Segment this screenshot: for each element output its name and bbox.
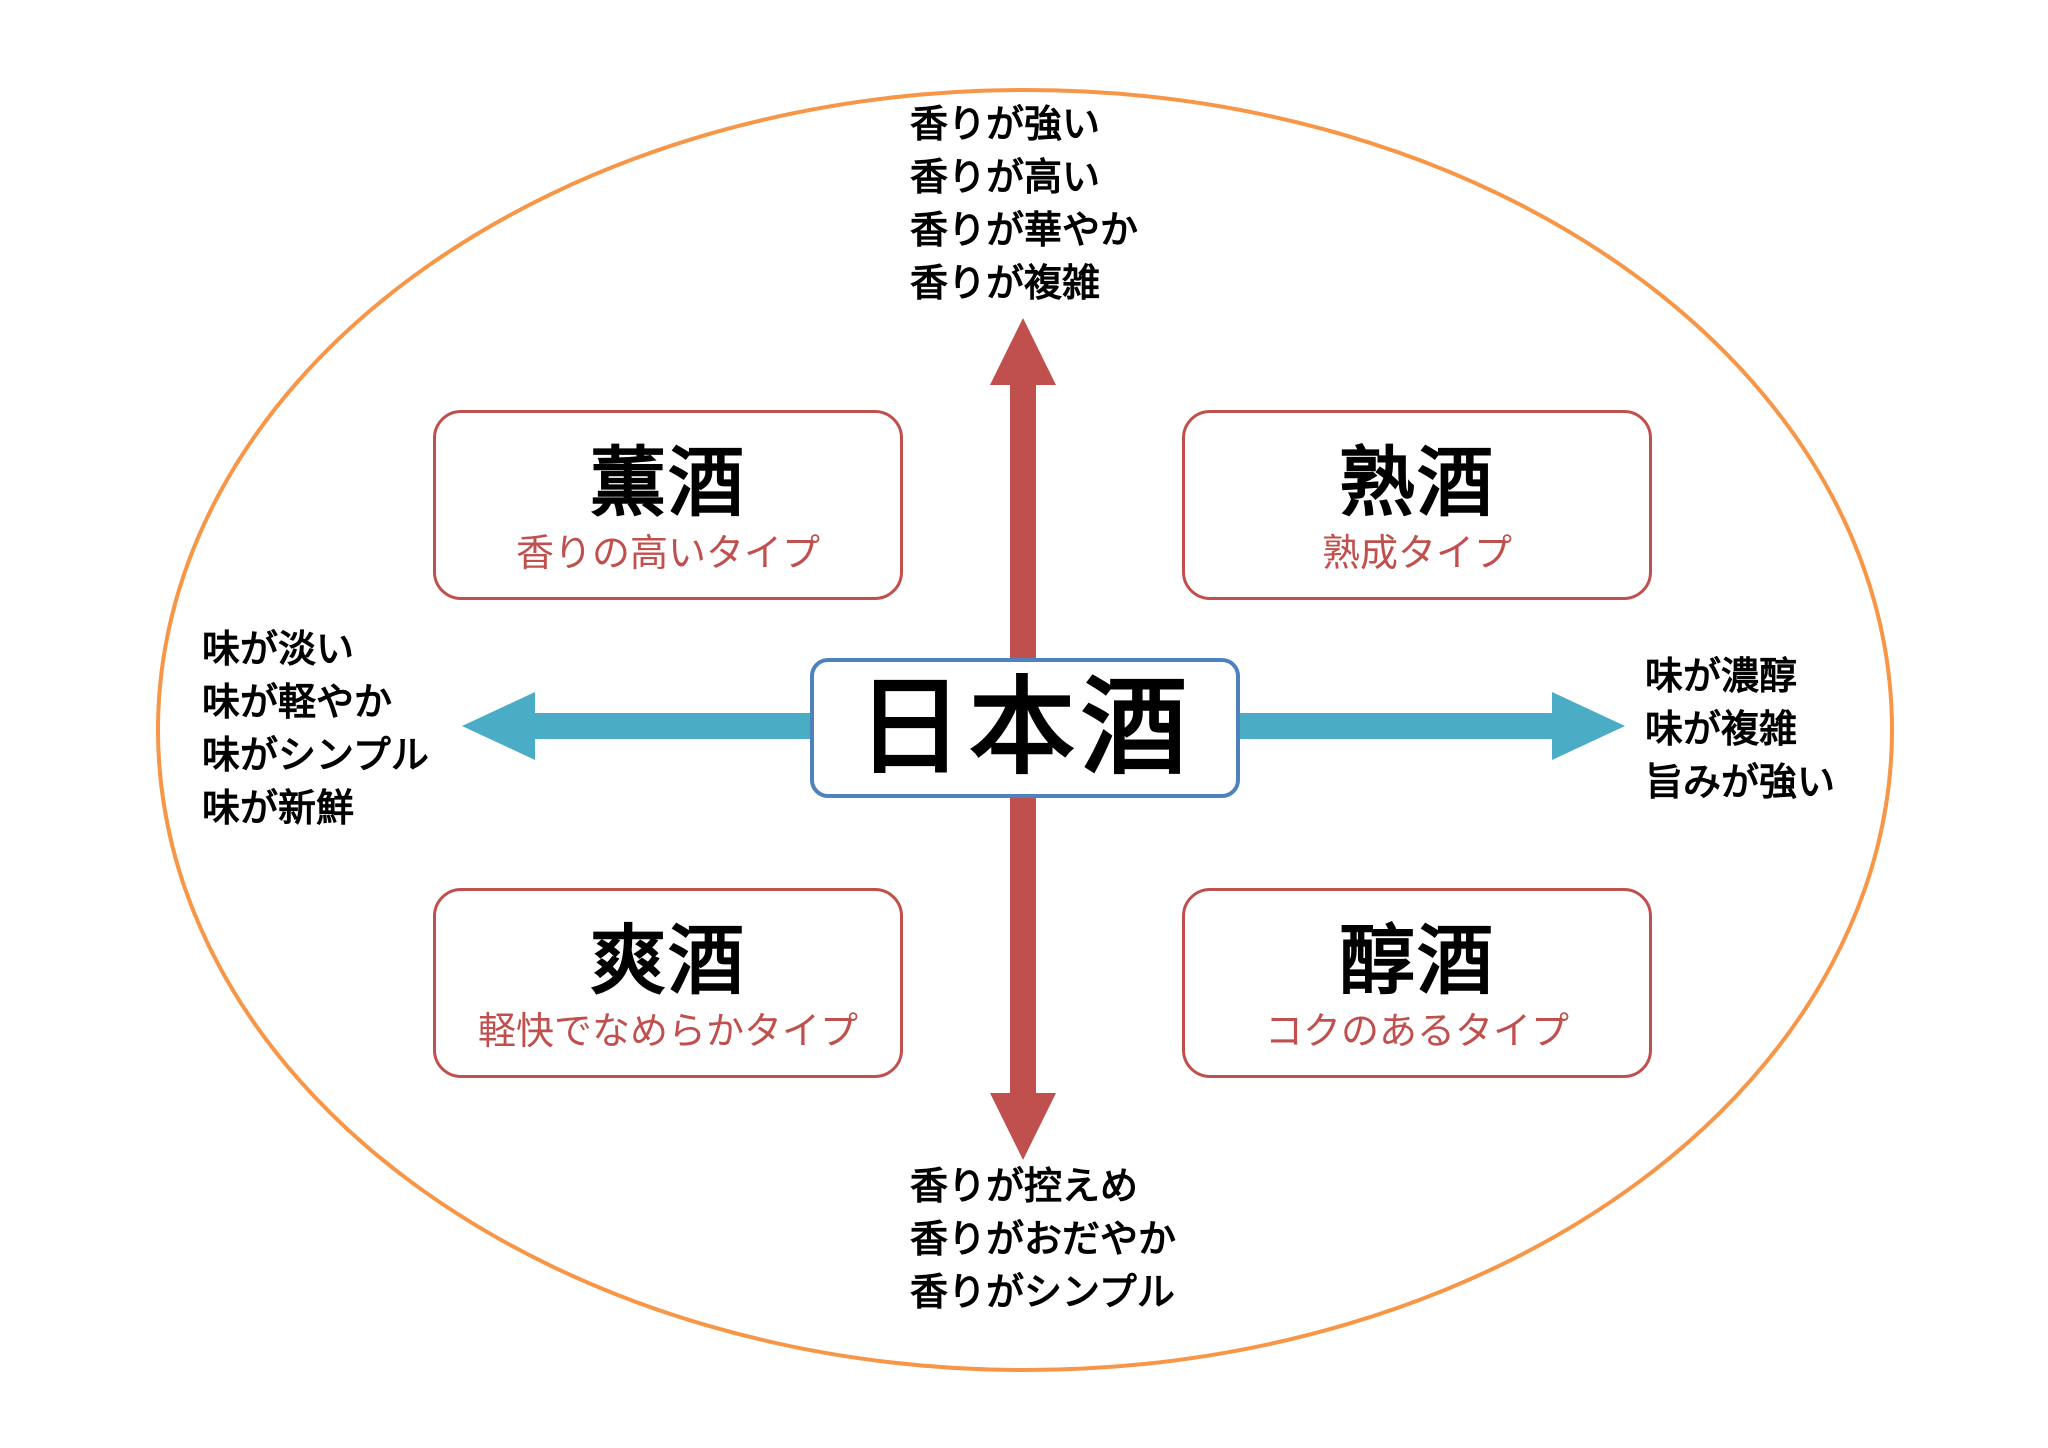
axis-left-label: 味がシンプル: [202, 733, 429, 777]
center-title: 日本酒: [857, 666, 1193, 789]
type-name: 熟酒: [1339, 438, 1495, 527]
type-name: 爽酒: [590, 916, 746, 1005]
type-box-jukushu: 熟酒 熟成タイプ: [1182, 410, 1652, 600]
axis-left-label: 味が新鮮: [202, 786, 355, 830]
horizontal-arrow-head-left: [462, 692, 535, 760]
axis-top-label: 香りが複雑: [910, 261, 1101, 305]
axis-right-label: 味が濃醇: [1645, 654, 1798, 698]
type-description: コクのあるタイプ: [1264, 1009, 1569, 1053]
type-box-junshu: 醇酒 コクのあるタイプ: [1182, 888, 1652, 1078]
center-box: 日本酒: [810, 658, 1240, 798]
axis-bottom-label: 香りがおだやか: [910, 1217, 1177, 1261]
type-description: 香りの高いタイプ: [515, 531, 820, 575]
outer-ellipse: [156, 88, 1894, 1372]
vertical-arrow-head-down: [990, 1093, 1056, 1160]
axis-left-label: 味が淡い: [202, 627, 355, 671]
axis-bottom-label: 香りが控えめ: [910, 1164, 1139, 1208]
axis-top-label: 香りが華やか: [910, 208, 1139, 252]
axis-right-labels: 味が濃醇 味が複雑 旨みが強い: [1645, 650, 1835, 809]
axis-top-labels: 香りが強い 香りが高い 香りが華やか 香りが複雑: [910, 98, 1138, 310]
horizontal-arrow-head-right: [1552, 692, 1625, 760]
axis-top-label: 香りが強い: [910, 102, 1101, 146]
axis-bottom-labels: 香りが控えめ 香りがおだやか 香りがシンプル: [910, 1160, 1176, 1319]
type-name: 醇酒: [1339, 916, 1495, 1005]
type-box-soushu: 爽酒 軽快でなめらかタイプ: [433, 888, 903, 1078]
vertical-arrow-head-up: [990, 318, 1056, 385]
type-description: 熟成タイプ: [1321, 531, 1512, 575]
axis-left-labels: 味が淡い 味が軽やか 味がシンプル 味が新鮮: [202, 623, 429, 835]
axis-right-label: 味が複雑: [1645, 707, 1798, 751]
axis-top-label: 香りが高い: [910, 155, 1101, 199]
type-description: 軽快でなめらかタイプ: [477, 1009, 858, 1053]
type-name: 薫酒: [590, 438, 746, 527]
axis-right-label: 旨みが強い: [1645, 760, 1836, 804]
type-box-kunshu: 薫酒 香りの高いタイプ: [433, 410, 903, 600]
axis-left-label: 味が軽やか: [202, 680, 393, 724]
axis-bottom-label: 香りがシンプル: [910, 1270, 1175, 1314]
